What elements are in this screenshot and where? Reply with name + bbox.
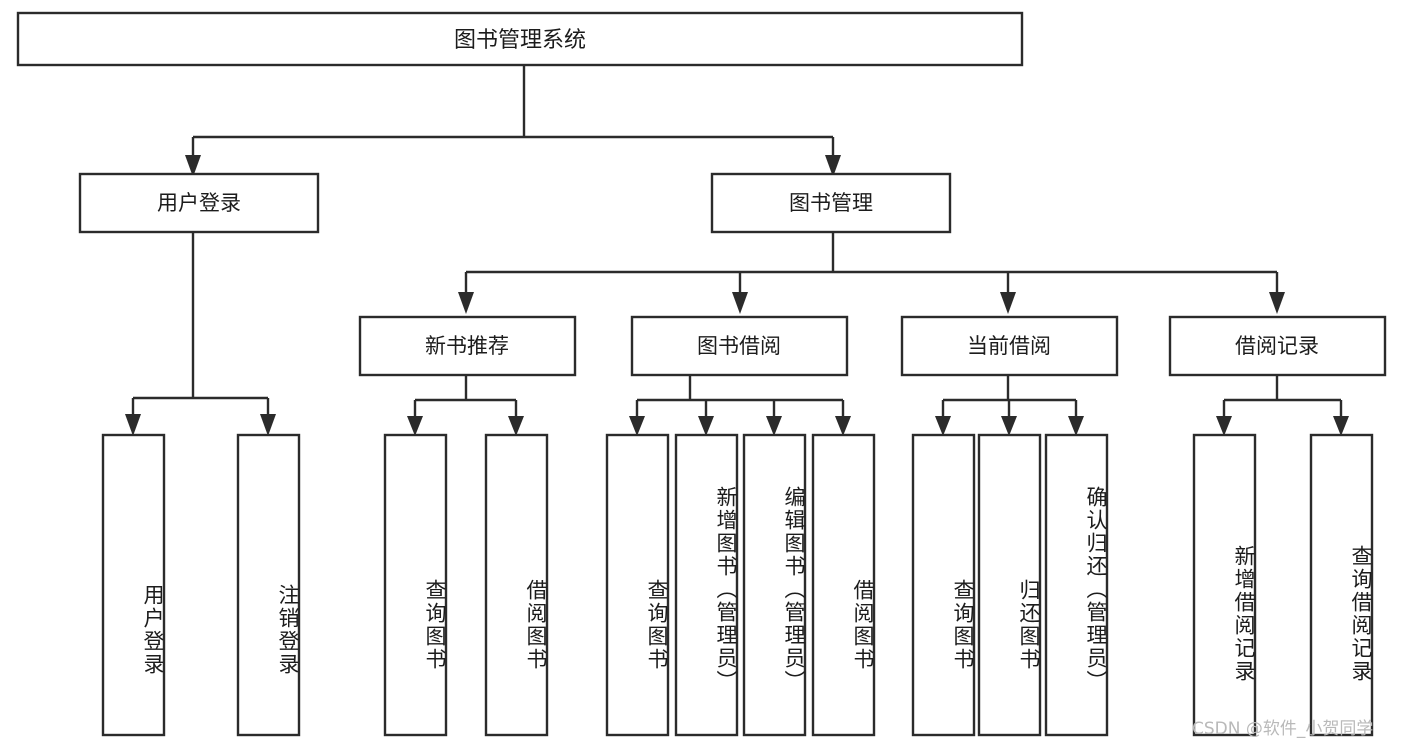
node-leaf-1-box[interactable] [101, 433, 166, 737]
arrowhead-icon [1000, 292, 1016, 314]
connector-newbook-to-leaves [413, 375, 518, 420]
node-bookmgmt[interactable]: 图书管理 [710, 172, 952, 234]
node-leaf-12-box[interactable] [1192, 433, 1257, 737]
arrowhead-icon [458, 292, 474, 314]
node-leaf-8-box[interactable] [811, 433, 876, 737]
node-leaf-5-box[interactable] [605, 433, 670, 737]
arrowhead-icon [125, 414, 141, 436]
arrowhead-icon [1068, 416, 1084, 436]
node-login-label: 用户登录 [157, 191, 241, 215]
node-leaf-6-box[interactable] [674, 433, 739, 737]
node-leaf-2-box[interactable] [236, 433, 301, 737]
node-leaf-7-box[interactable] [742, 433, 807, 737]
node-current[interactable]: 当前借阅 [900, 315, 1119, 377]
node-current-box[interactable] [900, 315, 1119, 377]
node-records-box[interactable] [1168, 315, 1387, 377]
arrowhead-icon [935, 416, 951, 436]
node-newbook[interactable]: 新书推荐 [358, 315, 577, 377]
arrowhead-icon [185, 155, 201, 177]
arrowhead-icon [835, 416, 851, 436]
node-bookmgmt-label: 图书管理 [789, 191, 873, 215]
arrowhead-layer [125, 155, 1349, 436]
arrowhead-icon [260, 414, 276, 436]
connector-layer [131, 65, 1343, 420]
arrowhead-icon [1333, 416, 1349, 436]
node-bookmgmt-box[interactable] [710, 172, 952, 234]
node-newbook-label: 新书推荐 [425, 334, 509, 358]
node-borrow-label: 图书借阅 [697, 334, 781, 358]
connector-login-to-leaves [131, 233, 270, 420]
node-root[interactable]: 图书管理系统 [16, 11, 1024, 67]
node-records[interactable]: 借阅记录 [1168, 315, 1387, 377]
node-root-box[interactable] [16, 11, 1024, 67]
connector-current-to-leaves [941, 375, 1078, 420]
arrowhead-icon [766, 416, 782, 436]
node-records-label: 借阅记录 [1235, 334, 1319, 358]
connector-records-to-leaves [1222, 375, 1343, 420]
arrowhead-icon [1269, 292, 1285, 314]
connector-bookmgmt-to-level3 [464, 233, 1279, 296]
node-leaf-13-box[interactable] [1309, 433, 1374, 737]
node-login[interactable]: 用户登录 [78, 172, 320, 234]
node-borrow[interactable]: 图书借阅 [630, 315, 849, 377]
connector-borrow-to-leaves [635, 375, 845, 420]
node-leaf-4-box[interactable] [484, 433, 549, 737]
node-leaf-10-box[interactable] [977, 433, 1042, 737]
connector-root-to-level2 [191, 65, 835, 160]
arrowhead-icon [407, 416, 423, 436]
arrowhead-icon [508, 416, 524, 436]
node-leaf-3-box[interactable] [383, 433, 448, 737]
node-newbook-box[interactable] [358, 315, 577, 377]
node-current-label: 当前借阅 [967, 334, 1051, 358]
csdn-watermark: CSDN @软件_小贺同学 [1192, 719, 1374, 739]
node-leaf-11-box[interactable] [1044, 433, 1109, 737]
arrowhead-icon [1001, 416, 1017, 436]
leaf-box-layer [101, 433, 1374, 737]
arrowhead-icon [629, 416, 645, 436]
arrowhead-icon [1216, 416, 1232, 436]
arrowhead-icon [732, 292, 748, 314]
node-borrow-box[interactable] [630, 315, 849, 377]
node-leaf-9-box[interactable] [911, 433, 976, 737]
arrowhead-icon [825, 155, 841, 177]
node-login-box[interactable] [78, 172, 320, 234]
node-root-label: 图书管理系统 [454, 28, 586, 53]
arrowhead-icon [698, 416, 714, 436]
